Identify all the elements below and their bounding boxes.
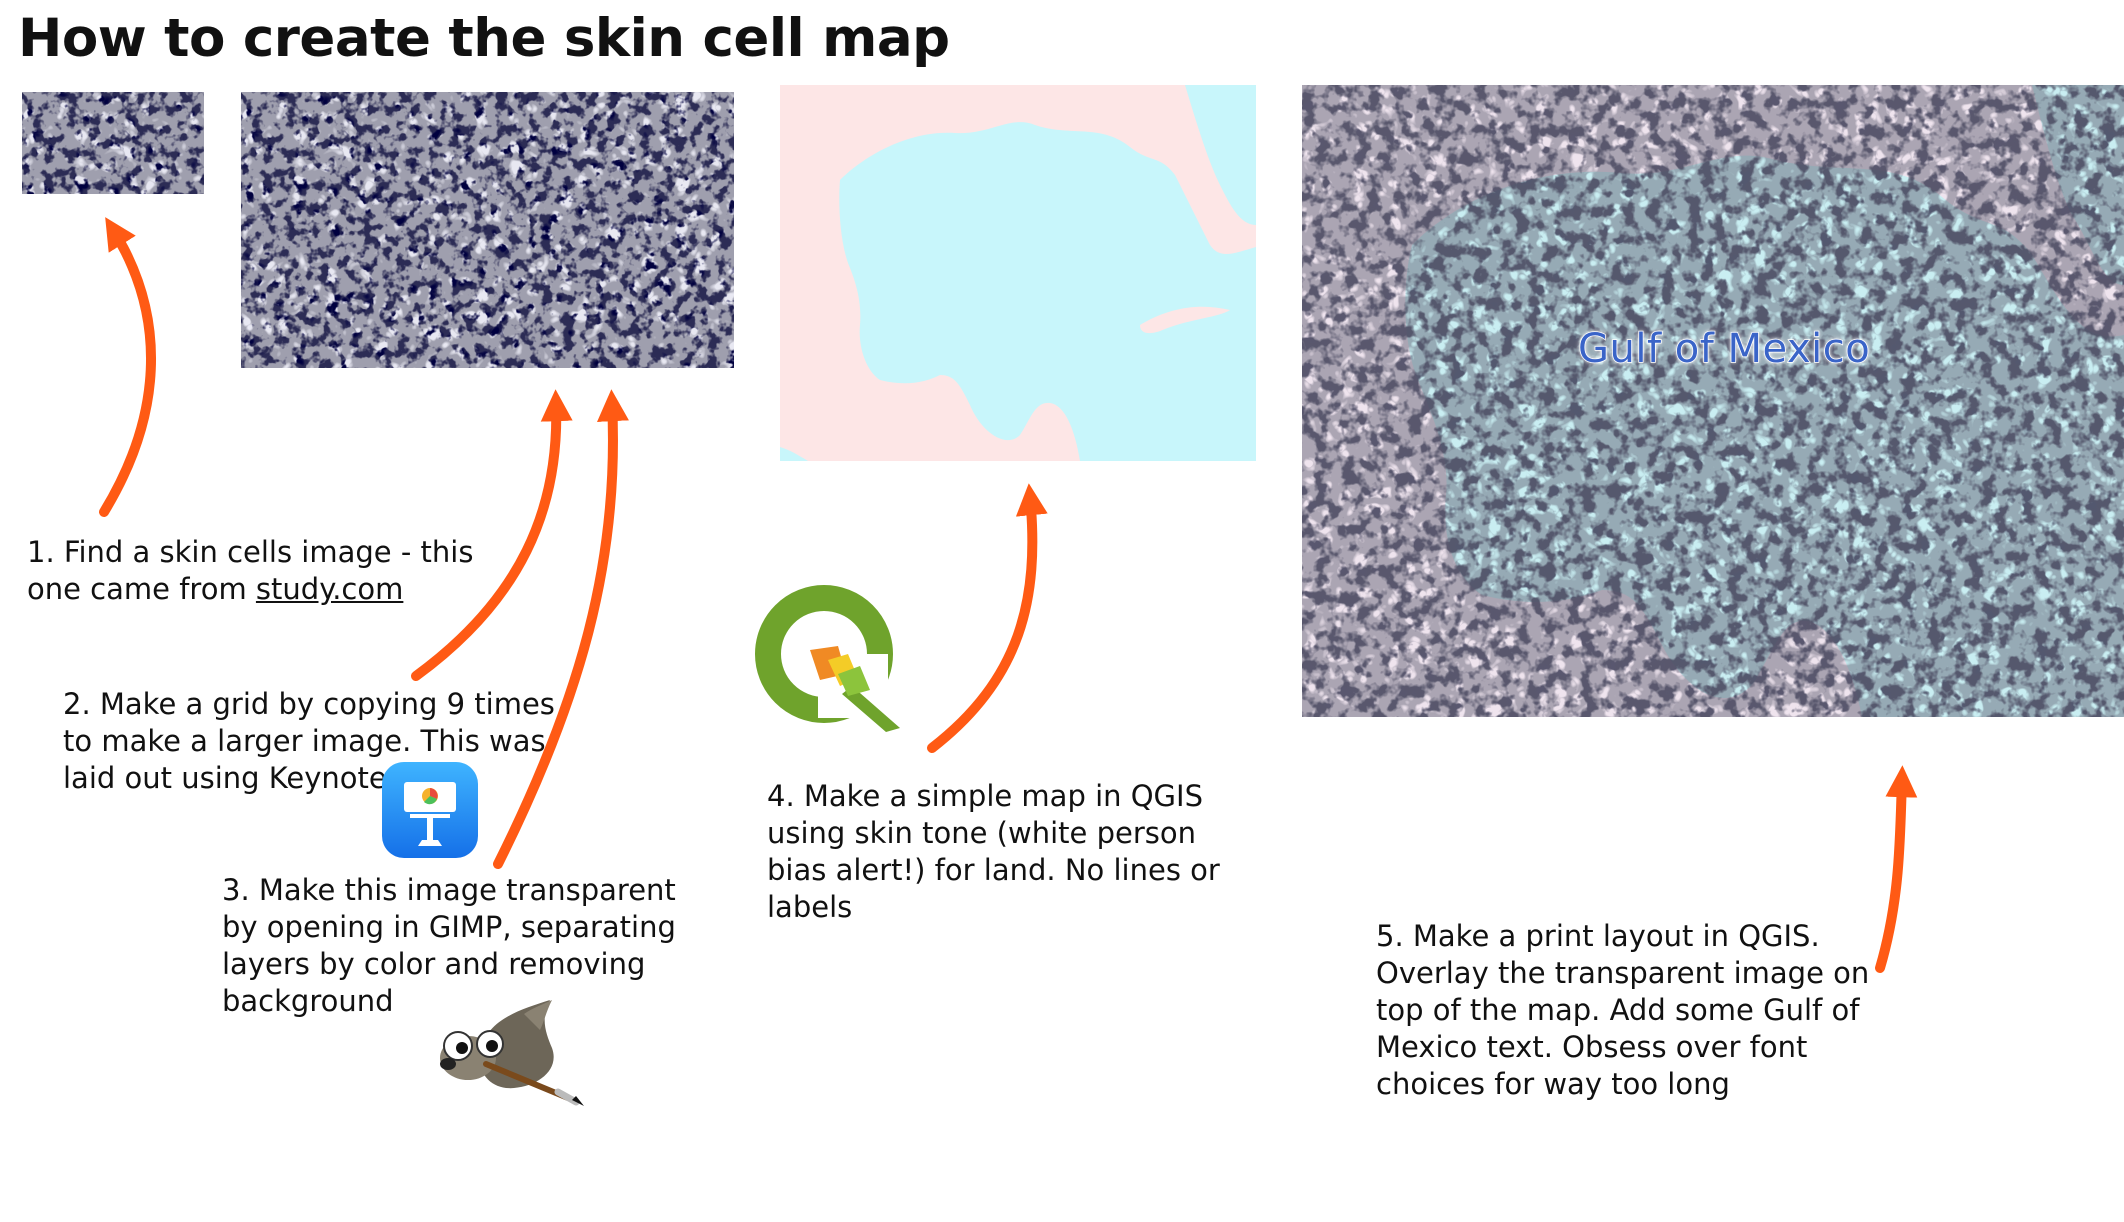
arrow-step-4 xyxy=(932,496,1032,748)
study-com-link[interactable]: study.com xyxy=(256,572,403,606)
gimp-wilber-icon xyxy=(428,990,588,1106)
qgis-logo-icon xyxy=(748,582,908,732)
keynote-app-icon xyxy=(380,760,480,860)
step-2-text: 2. Make a grid by copying 9 times to mak… xyxy=(63,686,555,797)
arrow-step-5 xyxy=(1880,778,1902,968)
step-1-text: 1. Find a skin cells image - this one ca… xyxy=(27,534,473,608)
step-4-text: 4. Make a simple map in QGIS using skin … xyxy=(767,778,1220,926)
arrow-step-1 xyxy=(104,228,151,512)
step-5-text: 5. Make a print layout in QGIS. Overlay … xyxy=(1376,918,1869,1103)
